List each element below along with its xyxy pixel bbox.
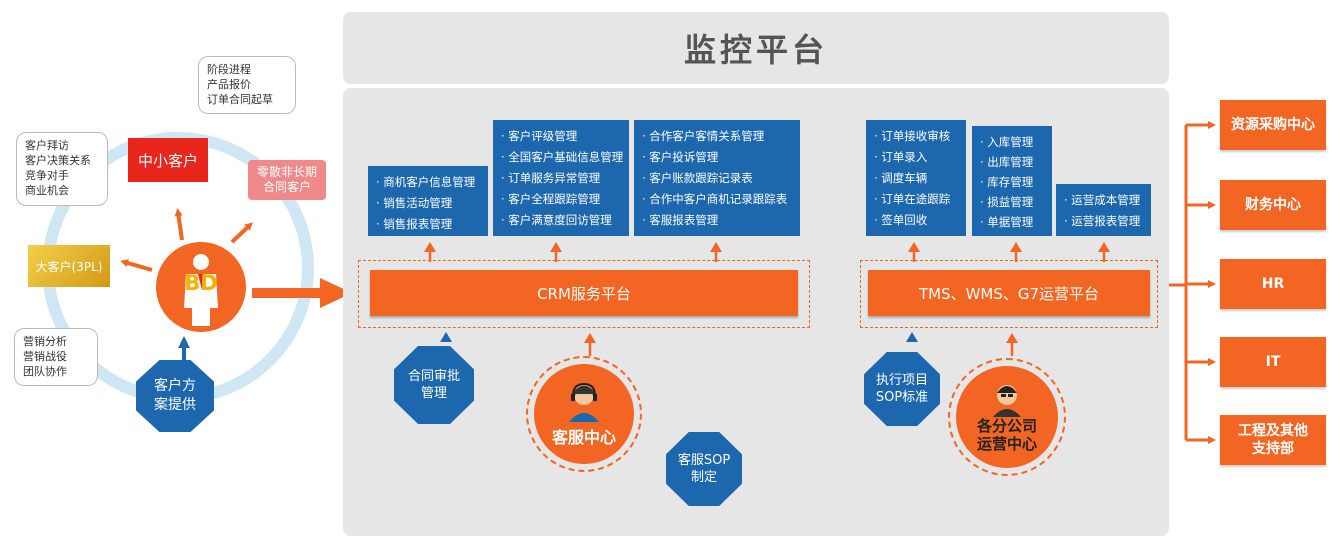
ops-box-item: · 订单录入	[874, 150, 928, 164]
customer-scattered: 零散非长期合同客户	[248, 160, 326, 200]
dept-finance: 财务中心	[1220, 180, 1326, 230]
ops-box-item: · 库存管理	[980, 175, 1034, 189]
arrow-bd-small	[174, 208, 184, 241]
dept-engineering-support: 工程及其他支持部	[1220, 415, 1326, 465]
ops-platform-bar: TMS、WMS、G7运营平台	[868, 270, 1150, 316]
bubble-left-line: 商业机会	[25, 184, 69, 197]
branch-center-node: 各分公司运营中心	[956, 366, 1058, 468]
crm-box-item: · 客服报表管理	[642, 213, 719, 227]
bubble-top-line: 阶段进程	[207, 63, 251, 76]
crm-box-item: · 客户投诉管理	[642, 150, 719, 164]
bd-node: BD	[156, 242, 246, 332]
ops-box-item: · 运营报表管理	[1064, 214, 1141, 228]
crm-box-item: · 客户全程跟踪管理	[501, 192, 601, 206]
ops-box-item: · 入库管理	[980, 135, 1034, 149]
arrow-bd-large	[120, 259, 153, 272]
ops-box-item: · 损益管理	[980, 195, 1034, 209]
service-center-ring	[526, 356, 642, 472]
ops-box-order: · 订单接收审核 · 订单录入 · 调度车辆 · 订单在途跟踪 · 签单回收	[866, 120, 966, 236]
bubble-left-line: 竞争对手	[25, 169, 69, 182]
crm-box-sales: · 商机客户信息管理 · 销售活动管理 · 销售报表管理	[368, 166, 488, 236]
service-sop-hex-label: 客服SOP制定	[677, 453, 731, 485]
bd-label: BD	[184, 271, 218, 295]
solution-hex: 客户方案提供	[136, 360, 214, 432]
crm-box-item: · 全国客户基础信息管理	[501, 150, 624, 164]
bubble-left-line: 客户拜访	[25, 139, 69, 152]
ops-box-item: · 出库管理	[980, 155, 1034, 169]
contract-hex: 合同审批管理	[394, 346, 474, 424]
monitor-platform-header: 监控平台	[343, 12, 1169, 84]
ops-platform-frame	[860, 260, 1158, 328]
bubble-top-line: 产品报价	[207, 78, 251, 91]
crm-box-item: · 客户评级管理	[501, 129, 578, 143]
crm-box-item: · 销售活动管理	[376, 196, 453, 210]
crm-platform-frame	[358, 260, 810, 328]
bubble-top-line: 订单合同起草	[207, 93, 273, 106]
crm-platform-bar: CRM服务平台	[370, 270, 798, 316]
service-sop-hex: 客服SOP制定	[666, 432, 742, 506]
exec-sop-hex-label: 执行项目SOP标准	[875, 373, 929, 405]
ops-box-item: · 运营成本管理	[1064, 193, 1141, 207]
crm-box-item: · 订单服务异常管理	[501, 171, 601, 185]
ops-box-warehouse: · 入库管理 · 出库管理 · 库存管理 · 损益管理 · 单据管理	[972, 126, 1052, 236]
customer-small-medium: 中小客户	[128, 138, 208, 182]
contract-hex-label: 合同审批管理	[407, 369, 460, 401]
bubble-bottom-line: 营销分析	[23, 335, 67, 348]
crm-box-item: · 合作客户客情关系管理	[642, 129, 765, 143]
crm-box-service: · 合作客户客情关系管理 · 客户投诉管理 · 客户账款跟踪记录表 · 合作中客…	[634, 120, 800, 236]
ops-box-item: · 签单回收	[874, 213, 928, 227]
manager-icon	[993, 385, 1021, 417]
bubble-left: 客户拜访 客户决策关系 竞争对手 商业机会	[16, 132, 108, 206]
bubble-bottom: 营销分析 营销战役 团队协作	[14, 328, 98, 386]
dept-hr: HR	[1220, 259, 1326, 309]
bubble-top: 阶段进程 产品报价 订单合同起草	[198, 56, 296, 114]
crm-box-item: · 合作中客户商机记录跟踪表	[642, 192, 788, 206]
dept-procurement: 资源采购中心	[1220, 100, 1326, 150]
bubble-bottom-line: 营销战役	[23, 350, 67, 363]
service-center-label: 客服中心	[551, 428, 616, 447]
crm-box-item: · 客户账款跟踪记录表	[642, 171, 753, 185]
service-center-node: 客服中心	[534, 364, 634, 464]
arrow-bd-crm	[252, 278, 352, 308]
crm-box-item: · 商机客户信息管理	[376, 175, 476, 189]
solution-hex-label: 客户方案提供	[154, 378, 196, 413]
arrow-bd-scattered	[230, 222, 253, 244]
ops-box-item: · 单据管理	[980, 215, 1034, 229]
ops-box-cost: · 运营成本管理 · 运营报表管理	[1056, 184, 1151, 236]
ops-box-item: · 调度车辆	[874, 171, 928, 185]
crm-box-customer: · 客户评级管理 · 全国客户基础信息管理 · 订单服务异常管理 · 客户全程跟…	[493, 120, 629, 236]
ops-box-item: · 订单在途跟踪	[874, 192, 951, 206]
bubble-bottom-line: 团队协作	[23, 365, 67, 378]
ops-box-item: · 订单接收审核	[874, 129, 951, 143]
dept-it: IT	[1220, 337, 1326, 387]
branch-center-ring	[948, 358, 1066, 476]
crm-box-item: · 销售报表管理	[376, 217, 453, 231]
bubble-left-line: 客户决策关系	[25, 154, 91, 167]
customer-large: 大客户(3PL)	[28, 245, 110, 287]
crm-box-item: · 客户满意度回访管理	[501, 213, 612, 227]
branch-center-label: 各分公司运营中心	[976, 417, 1037, 453]
exec-sop-hex: 执行项目SOP标准	[864, 352, 940, 426]
headset-agent-icon	[569, 382, 599, 422]
person-icon	[184, 254, 218, 326]
